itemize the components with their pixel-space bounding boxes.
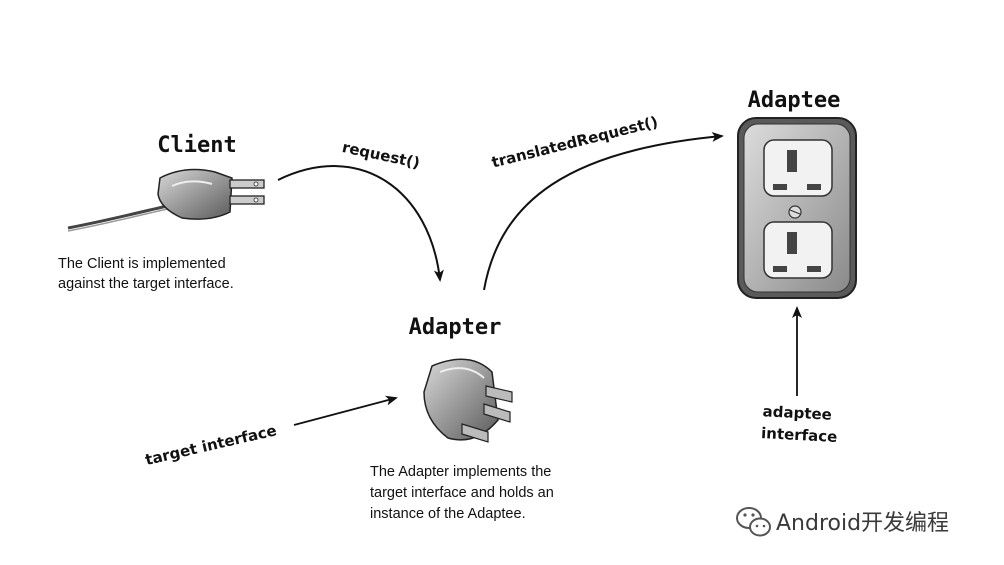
client-plug-icon — [67, 168, 265, 232]
translated-request-arrow — [483, 131, 724, 291]
adapter-description-line-1: The Adapter implements the — [370, 464, 551, 480]
adapter-plug-icon — [423, 358, 513, 443]
adaptee-socket-icon — [737, 117, 857, 299]
request-arrow — [277, 165, 444, 282]
client-description-line-2: against the target interface. — [58, 276, 234, 292]
client-title: Client — [157, 133, 236, 158]
wechat-icon — [736, 507, 771, 537]
client-description-line-1: The Client is implemented — [58, 256, 226, 272]
adaptee-interface-label-line-2: interface — [761, 424, 838, 446]
adapter-description-line-3: instance of the Adaptee. — [370, 506, 526, 522]
adaptee-interface-label-line-1: adaptee — [762, 402, 832, 424]
adapter-description-line-2: target interface and holds an — [370, 485, 554, 501]
translated-request-label: translatedRequest() — [490, 113, 660, 172]
adapter-title: Adapter — [409, 315, 502, 340]
watermark-text: Android开发编程 — [776, 511, 949, 536]
target-interface-arrow — [293, 395, 398, 426]
adaptee-title: Adaptee — [748, 88, 841, 113]
target-interface-label: target interface — [143, 421, 278, 469]
